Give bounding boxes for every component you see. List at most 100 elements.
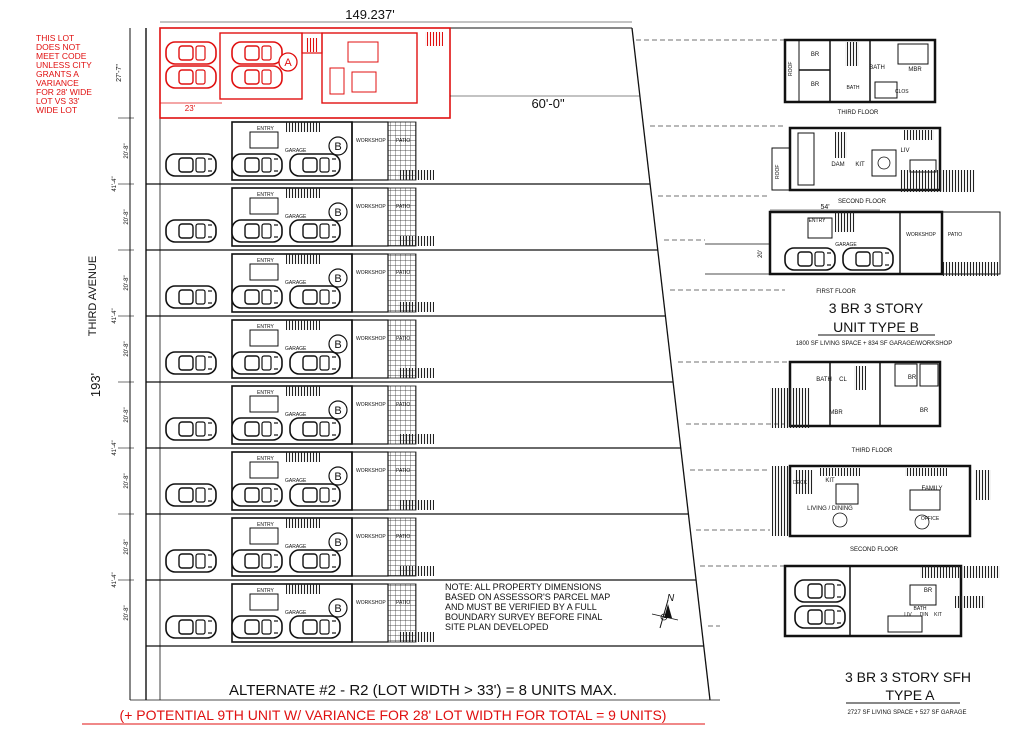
svg-text:WORKSHOP: WORKSHOP [356, 204, 386, 210]
svg-text:GARAGE: GARAGE [285, 478, 307, 484]
variance-lot-depth: 27'-7" [116, 64, 123, 82]
car-icon [231, 615, 283, 639]
car-icon [289, 153, 341, 177]
lot-width: 20'-8" [124, 341, 130, 356]
svg-text:A: A [284, 57, 292, 69]
svg-text:3 BR 3 STORY: 3 BR 3 STORY [829, 300, 924, 316]
svg-text:BATH: BATH [869, 65, 885, 71]
unit-b-marker [328, 532, 348, 552]
lot-width: 20'-8" [124, 275, 130, 290]
svg-text:BR: BR [920, 408, 929, 414]
svg-text:CLOS: CLOS [895, 89, 909, 95]
svg-text:B: B [334, 339, 341, 351]
unit-b-plans: ROOF BR BR BATH BATH MBR CLOS THIRD FLOO… [705, 38, 1001, 347]
unit-b-marker [328, 136, 348, 156]
lot-width: 20'-8" [124, 209, 130, 224]
unit-b-width-dim: 54' [820, 204, 829, 211]
svg-text:MBR: MBR [908, 67, 922, 73]
unit-b-first-floor-label: FIRST FLOOR [816, 289, 856, 295]
car-icon [231, 153, 283, 177]
car-icon [289, 483, 341, 507]
svg-text:GARAGE: GARAGE [285, 544, 307, 550]
svg-text:LIV: LIV [904, 612, 912, 618]
unit-b-first-floor: ENTRY GARAGE WORKSHOP PATIO 54' 20' FIRS… [705, 204, 1001, 295]
svg-text:WORKSHOP: WORKSHOP [356, 270, 386, 276]
svg-text:WORKSHOP: WORKSHOP [356, 468, 386, 474]
svg-text:PATIO: PATIO [396, 468, 410, 474]
svg-text:B: B [334, 603, 341, 615]
svg-text:ENTRY: ENTRY [257, 588, 275, 594]
car-icon [289, 417, 341, 441]
svg-text:MEET CODE: MEET CODE [36, 51, 87, 61]
car-icon [165, 615, 217, 639]
svg-text:PATIO: PATIO [396, 336, 410, 342]
unit-b-marker [328, 334, 348, 354]
car-icon [231, 417, 283, 441]
svg-text:GARAGE: GARAGE [285, 214, 307, 220]
svg-text:UNLESS CITY: UNLESS CITY [36, 60, 92, 70]
pair-width: 41'-4" [112, 176, 118, 191]
lot-width: 20'-8" [124, 407, 130, 422]
svg-text:PATIO: PATIO [396, 600, 410, 606]
car-icon [165, 483, 217, 507]
unit-a-second-floor: DECK KIT FAMILY LIVING / DINING OFFICE S… [772, 464, 991, 553]
car-icon [289, 351, 341, 375]
street-label: THIRD AVENUE [87, 256, 99, 336]
svg-text:GARAGE: GARAGE [285, 412, 307, 418]
svg-text:MBR: MBR [829, 410, 843, 416]
unit-a-title: 3 BR 3 STORY SFH TYPE A 2727 SF LIVING S… [845, 669, 971, 716]
unit-b-third-floor-label: THIRD FLOOR [838, 110, 879, 116]
svg-text:GARAGE: GARAGE [835, 242, 857, 248]
car-icon [231, 219, 283, 243]
svg-text:GRANTS A: GRANTS A [36, 69, 79, 79]
car-icon [165, 285, 217, 309]
car-icon [165, 417, 217, 441]
variance-subtitle: (+ POTENTIAL 9TH UNIT W/ VARIANCE FOR 28… [120, 707, 667, 723]
svg-text:WORKSHOP: WORKSHOP [356, 336, 386, 342]
corner-setback: 23' [185, 104, 196, 113]
variance-lot: A 23' [159, 27, 451, 119]
svg-text:B: B [334, 207, 341, 219]
svg-text:WORKSHOP: WORKSHOP [356, 402, 386, 408]
svg-text:BATH: BATH [816, 377, 832, 383]
unit-a-marker [278, 52, 298, 72]
svg-text:BATH: BATH [847, 85, 860, 91]
dimension-note: NOTE: ALL PROPERTY DIMENSIONS BASED ON A… [445, 582, 610, 632]
svg-text:N: N [667, 593, 675, 604]
lot-width: 20'-8" [124, 473, 130, 488]
unit-a-first-floor: BR BATH LIV DIN KIT [783, 564, 1000, 638]
car-icon [231, 549, 283, 573]
svg-text:WORKSHOP: WORKSHOP [356, 138, 386, 144]
north-arrow-icon: N [651, 593, 679, 629]
svg-text:GARAGE: GARAGE [285, 346, 307, 352]
top-dimension: 149.237' [345, 7, 394, 22]
lot-width: 20'-8" [124, 605, 130, 620]
car-icon [165, 219, 217, 243]
unit-b-marker [328, 202, 348, 222]
pair-width: 41'-4" [112, 440, 118, 455]
svg-text:ENTRY: ENTRY [257, 258, 275, 264]
car-icon [289, 549, 341, 573]
unit-b-marker [328, 400, 348, 420]
svg-text:NOTE: ALL PROPERTY DIMENSIONS: NOTE: ALL PROPERTY DIMENSIONS [445, 582, 601, 592]
svg-text:BR: BR [924, 588, 933, 594]
svg-text:KIT: KIT [825, 478, 835, 484]
site-plan: 149.237' A 23' THIS LOT DOES NOT [36, 7, 720, 725]
svg-text:SITE PLAN DEVELOPED: SITE PLAN DEVELOPED [445, 622, 549, 632]
svg-text:ENTRY: ENTRY [809, 218, 827, 224]
svg-text:ENTRY: ENTRY [257, 390, 275, 396]
svg-text:ENTRY: ENTRY [257, 192, 275, 198]
svg-text:KIT: KIT [855, 162, 865, 168]
svg-text:PATIO: PATIO [396, 138, 410, 144]
svg-text:VARIANCE: VARIANCE [36, 78, 79, 88]
svg-text:WORKSHOP: WORKSHOP [906, 232, 936, 238]
svg-text:GARAGE: GARAGE [285, 610, 307, 616]
svg-text:TYPE A: TYPE A [885, 687, 935, 703]
svg-text:KIT: KIT [934, 612, 942, 618]
variance-note: THIS LOT DOES NOT MEET CODE UNLESS CITY … [36, 33, 92, 115]
